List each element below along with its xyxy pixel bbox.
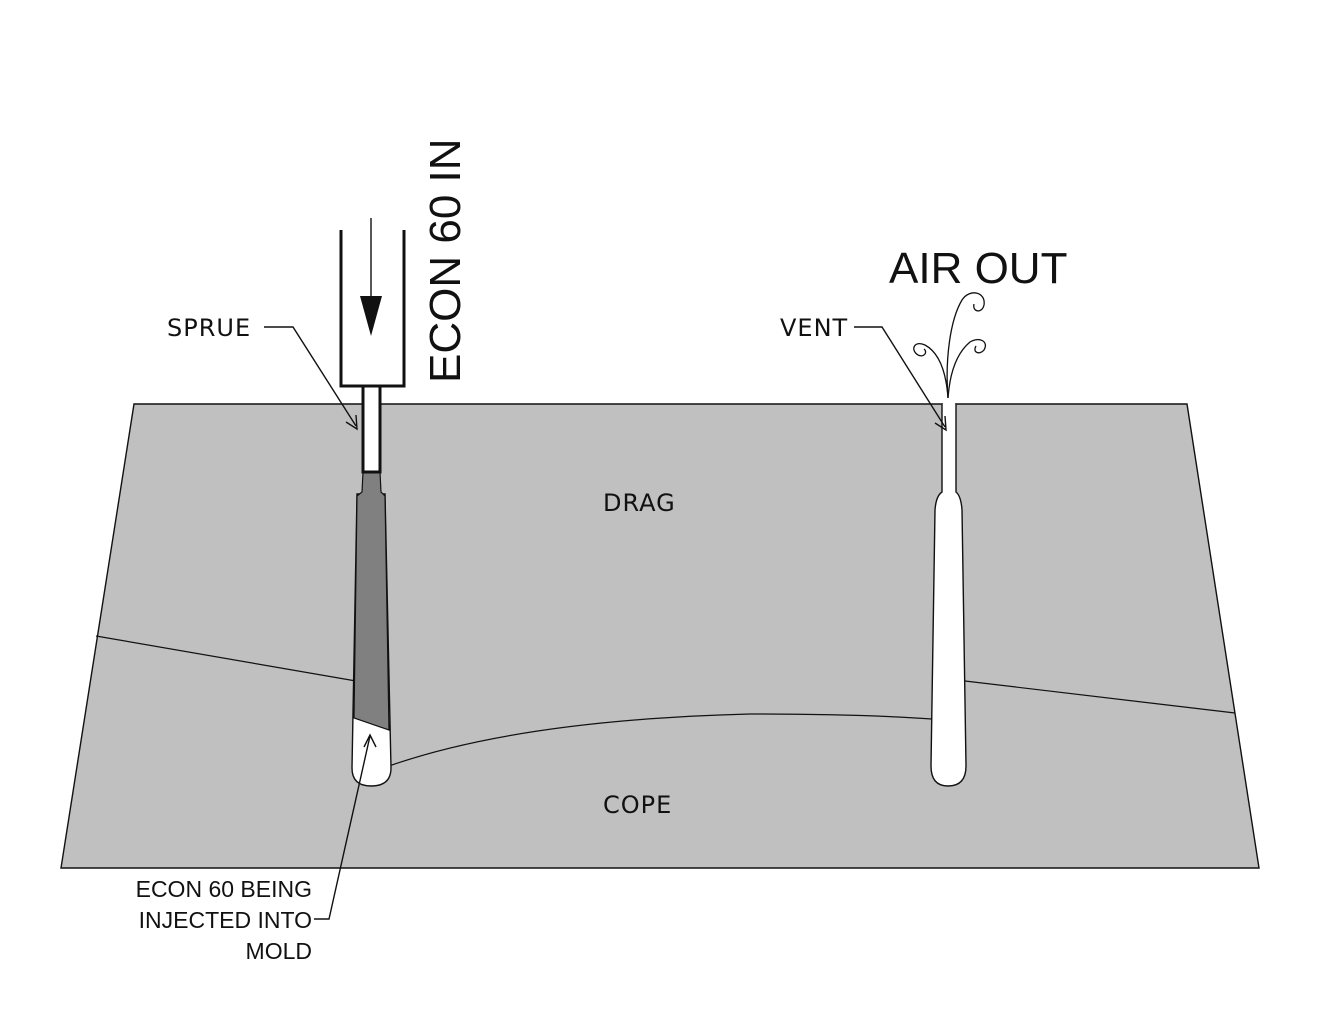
injected-leader-arrow-icon xyxy=(363,733,377,748)
econ-in-label: ECON 60 IN xyxy=(421,138,470,383)
vent-label: VENT xyxy=(780,314,848,342)
parting-line-right xyxy=(964,680,1236,714)
flow-arrow-icon xyxy=(360,296,382,336)
injected-label-line1: ECON 60 BEING xyxy=(136,876,312,902)
parting-line-left xyxy=(95,635,357,682)
vent-channel xyxy=(930,404,967,787)
injected-leader xyxy=(314,735,371,920)
injected-material xyxy=(353,471,390,731)
sprue-leader-arrow-icon xyxy=(345,414,358,431)
drag-label: DRAG xyxy=(603,489,676,517)
air-out-label: AIR OUT xyxy=(889,244,1067,293)
vent-leader-arrow-icon xyxy=(934,415,947,432)
air-wisps-icon xyxy=(913,292,986,399)
sprue-leader xyxy=(264,326,357,427)
sprue-tube xyxy=(361,384,382,474)
injected-label-line2: INJECTED INTO xyxy=(139,907,312,933)
sprue-label: SPRUE xyxy=(167,314,251,342)
parting-line-center xyxy=(388,713,933,767)
pour-funnel xyxy=(339,230,406,388)
injected-label-line3: MOLD xyxy=(246,938,312,964)
vent-leader xyxy=(854,326,946,428)
cope-label: COPE xyxy=(603,791,672,819)
